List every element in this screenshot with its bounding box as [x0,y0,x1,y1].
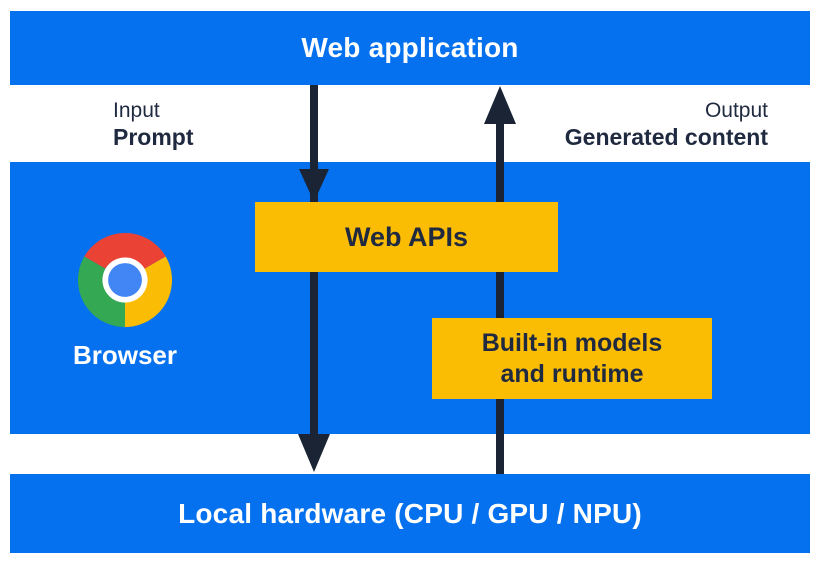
web-application-bar: Web application [10,11,810,85]
local-hardware-label: Local hardware (CPU / GPU / NPU) [178,497,642,529]
builtin-models-box: Built-in models and runtime [432,318,712,399]
output-title: Output [704,99,768,122]
output-subtitle: Generated content [564,124,768,150]
web-application-label: Web application [301,32,519,63]
web-apis-box: Web APIs [255,202,558,272]
builtin-models-label-line2: and runtime [500,359,644,388]
input-label-group: Input Prompt [113,97,194,151]
local-hardware-bar: Local hardware (CPU / GPU / NPU) [10,474,810,553]
browser-label: Browser [72,340,178,370]
web-apis-label: Web APIs [344,221,469,252]
input-subtitle: Prompt [113,124,194,150]
builtin-models-label-line1: Built-in models [481,328,663,357]
input-title: Input [113,99,160,122]
output-label-group: Output Generated content [565,97,768,151]
chrome-logo-icon [78,233,172,327]
